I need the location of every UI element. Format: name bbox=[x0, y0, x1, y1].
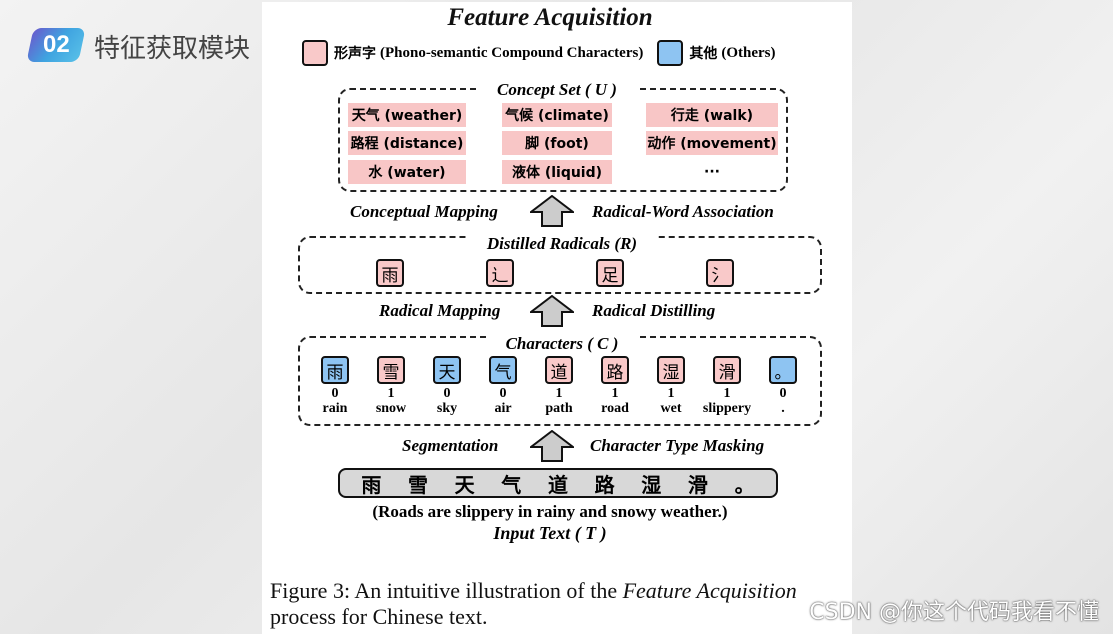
input-text-label: Input Text ( T ) bbox=[493, 523, 607, 543]
character-box: 路 bbox=[601, 356, 629, 384]
character-english: road bbox=[601, 401, 629, 416]
concept-item: 动作 (movement) bbox=[646, 131, 778, 155]
up-arrow-icon bbox=[530, 195, 574, 227]
caption-italic: Feature Acquisition bbox=[622, 578, 797, 603]
concept-item: 行走 (walk) bbox=[646, 103, 778, 127]
input-char: 雨 bbox=[361, 472, 382, 497]
input-char: 路 bbox=[594, 472, 615, 497]
concept-set-label: Concept Set ( U ) bbox=[478, 80, 636, 100]
concept-item: 脚 (foot) bbox=[502, 131, 612, 155]
character-english: . bbox=[781, 401, 785, 416]
character-english: snow bbox=[375, 401, 407, 416]
character-english: rain bbox=[322, 401, 348, 416]
legend-swatch-others bbox=[657, 40, 684, 66]
input-char: 滑 bbox=[687, 472, 708, 497]
arrow-label-segmentation: Segmentation bbox=[402, 436, 499, 455]
figure-caption: Figure 3: An intuitive illustration of t… bbox=[270, 578, 860, 630]
character-english: air bbox=[494, 401, 512, 416]
radicals-label: Distilled Radicals (R) bbox=[468, 234, 656, 254]
arrow-label-radical-word-association: Radical-Word Association bbox=[592, 202, 774, 221]
input-char: 雪 bbox=[407, 472, 428, 497]
character-box: 滑 bbox=[713, 356, 741, 384]
concept-item: 液体 (liquid) bbox=[502, 160, 612, 184]
concept-item: 路程 (distance) bbox=[348, 131, 466, 155]
character-english: sky bbox=[436, 401, 458, 416]
input-char: 道 bbox=[547, 472, 568, 497]
legend-en-phono: (Phono-semantic Compound Characters) bbox=[380, 44, 644, 61]
character-english: slippery bbox=[702, 401, 752, 416]
character-type-flag: 1 bbox=[387, 386, 395, 401]
legend-en-others: (Others) bbox=[721, 44, 776, 61]
input-char: 天 bbox=[454, 472, 475, 497]
concept-ellipsis: ··· bbox=[704, 164, 720, 180]
arrow-label-character-type-masking: Character Type Masking bbox=[590, 436, 765, 455]
slide-title: 特征获取模块 bbox=[94, 34, 251, 64]
character-type-flag: 1 bbox=[611, 386, 619, 401]
character-type-flag: 1 bbox=[667, 386, 675, 401]
character-type-flag: 1 bbox=[555, 386, 563, 401]
up-arrow-icon bbox=[530, 295, 574, 327]
radical-box: 氵 bbox=[706, 259, 734, 287]
character-box: 湿 bbox=[657, 356, 685, 384]
section-number: 02 bbox=[42, 31, 70, 58]
input-char: 。 bbox=[734, 472, 755, 497]
character-box: 。 bbox=[769, 356, 797, 384]
character-english: wet bbox=[660, 401, 682, 416]
legend-swatch-phono bbox=[302, 40, 328, 66]
character-box: 雨 bbox=[321, 356, 349, 384]
character-box: 道 bbox=[545, 356, 573, 384]
arrow-label-conceptual-mapping: Conceptual Mapping bbox=[350, 202, 498, 221]
caption-suffix: process for Chinese text. bbox=[270, 604, 488, 629]
legend-cn-phono: 形声字 bbox=[334, 46, 376, 62]
up-arrow-icon bbox=[530, 430, 574, 462]
radical-box: 雨 bbox=[376, 259, 404, 287]
character-box: 雪 bbox=[377, 356, 405, 384]
character-type-flag: 0 bbox=[499, 386, 507, 401]
radical-box: 足 bbox=[596, 259, 624, 287]
character-box: 天 bbox=[433, 356, 461, 384]
input-char: 湿 bbox=[641, 472, 662, 497]
legend: 形声字 (Phono-semantic Compound Characters)… bbox=[302, 40, 775, 66]
input-text-bar: 雨雪 天 气道 路 湿滑 。 bbox=[338, 468, 778, 498]
character-box: 气 bbox=[489, 356, 517, 384]
caption-prefix: Figure 3: An intuitive illustration of t… bbox=[270, 578, 623, 603]
character-english: path bbox=[545, 401, 573, 416]
figure-panel: Feature Acquisition 形声字 (Phono-semantic … bbox=[262, 2, 852, 634]
section-number-badge: 02 bbox=[26, 28, 86, 62]
figure-title: Feature Acquisition bbox=[447, 4, 653, 31]
character-type-flag: 1 bbox=[723, 386, 731, 401]
input-char: 气 bbox=[501, 472, 522, 497]
concept-item: 水 (water) bbox=[348, 160, 466, 184]
legend-cn-others: 其他 bbox=[689, 46, 718, 62]
radical-box: 辶 bbox=[486, 259, 514, 287]
arrow-label-radical-distilling: Radical Distilling bbox=[592, 301, 716, 320]
csdn-watermark: CSDN @你这个代码我看不懂 bbox=[809, 600, 1099, 625]
characters-label: Characters ( C ) bbox=[488, 334, 636, 354]
character-item: 。 0. bbox=[758, 356, 808, 416]
concept-item: 天气 (weather) bbox=[348, 103, 466, 127]
character-type-flag: 0 bbox=[443, 386, 451, 401]
character-type-flag: 0 bbox=[779, 386, 787, 401]
arrow-label-radical-mapping: Radical Mapping bbox=[379, 301, 501, 320]
input-translation: (Roads are slippery in rainy and snowy w… bbox=[372, 502, 728, 521]
concept-item: 气候 (climate) bbox=[502, 103, 612, 127]
character-type-flag: 0 bbox=[331, 386, 339, 401]
